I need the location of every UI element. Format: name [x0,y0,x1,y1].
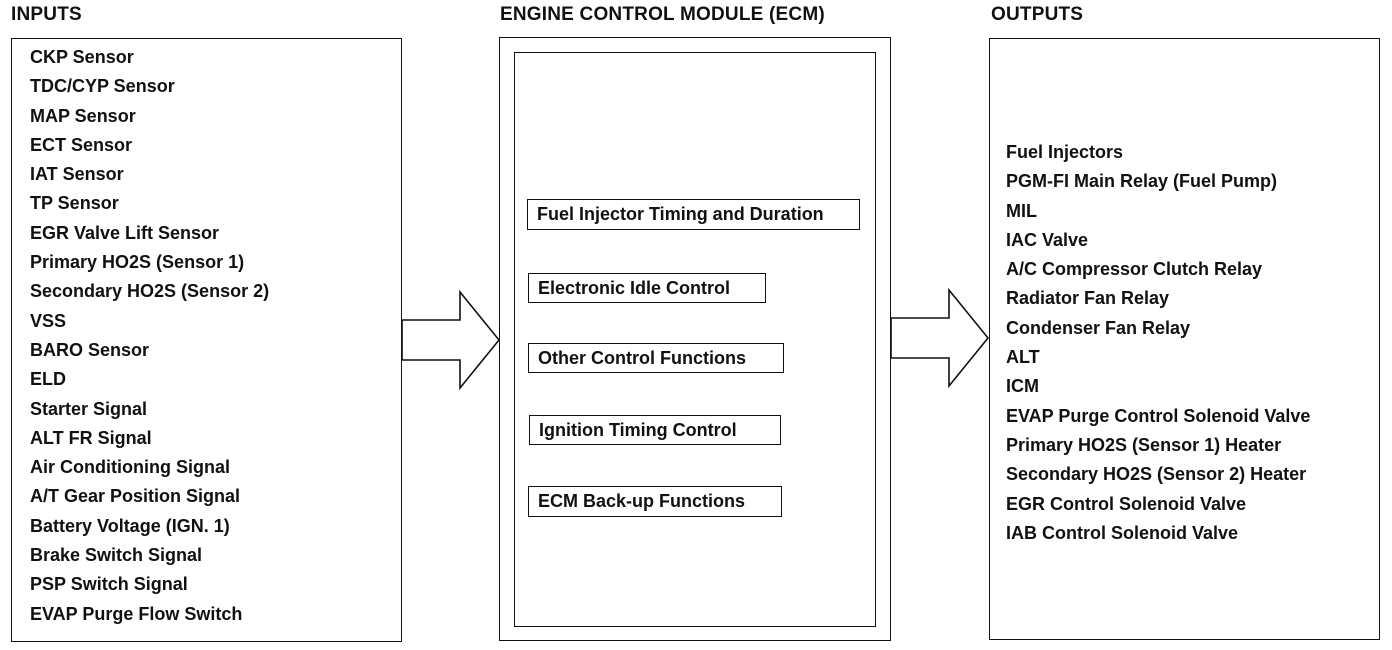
inputs-heading: INPUTS [11,4,82,25]
input-item: VSS [30,310,67,331]
ecm-function-electronic-idle-control: Electronic Idle Control [528,273,766,303]
output-item: EVAP Purge Control Solenoid Valve [1006,405,1311,426]
ecm-function-backup: ECM Back-up Functions [528,486,782,517]
output-item: PGM-FI Main Relay (Fuel Pump) [1006,171,1278,192]
outputs-heading: OUTPUTS [991,4,1084,25]
ecm-function-fuel-injector-timing: Fuel Injector Timing and Duration [527,199,860,230]
output-item: MIL [1006,200,1037,221]
output-item: EGR Control Solenoid Valve [1006,493,1247,514]
input-item: MAP Sensor [30,105,136,126]
output-item: IAB Control Solenoid Valve [1006,522,1239,543]
input-item: A/T Gear Position Signal [30,486,241,507]
input-item: BARO Sensor [30,339,150,360]
input-item: Secondary HO2S (Sensor 2) [30,281,270,302]
input-item: TDC/CYP Sensor [30,76,175,97]
input-item: Primary HO2S (Sensor 1) [30,252,245,273]
input-item: ECT Sensor [30,134,133,155]
output-item: A/C Compressor Clutch Relay [1006,259,1263,280]
input-item: ALT FR Signal [30,427,152,448]
output-item: ALT [1006,347,1040,368]
outputs-list: Fuel Injectors PGM-FI Main Relay (Fuel P… [1006,138,1310,548]
input-item: EVAP Purge Flow Switch [30,603,243,624]
outputs-panel [989,38,1380,640]
ecm-inner-frame [514,52,876,627]
output-item: IAC Valve [1006,229,1089,250]
output-item: ICM [1006,376,1039,397]
ecm-heading: ENGINE CONTROL MODULE (ECM) [500,4,825,25]
output-item: Primary HO2S (Sensor 1) Heater [1006,434,1282,455]
input-item: IAT Sensor [30,164,124,185]
input-item: TP Sensor [30,193,119,214]
output-item: Radiator Fan Relay [1006,288,1170,309]
input-item: CKP Sensor [30,47,134,67]
input-item: Air Conditioning Signal [30,457,230,478]
inputs-panel [11,38,402,642]
input-item: ELD [30,369,66,390]
input-item: Brake Switch Signal [30,545,203,566]
inputs-list: CKP Sensor TDC/CYP Sensor MAP Sensor ECT… [30,43,269,629]
output-item: Fuel Injectors [1006,142,1124,162]
input-item: Starter Signal [30,398,148,419]
output-item: Secondary HO2S (Sensor 2) Heater [1006,464,1307,485]
input-item: Battery Voltage (IGN. 1) [30,515,230,536]
ecm-function-other-control: Other Control Functions [528,343,784,373]
input-item: PSP Switch Signal [30,574,188,595]
inputs-to-ecm-arrow-icon [401,289,501,391]
input-item: EGR Valve Lift Sensor [30,222,220,243]
output-item: Condenser Fan Relay [1006,317,1191,338]
ecm-function-ignition-timing: Ignition Timing Control [529,415,781,445]
ecm-to-outputs-arrow-icon [890,287,990,389]
